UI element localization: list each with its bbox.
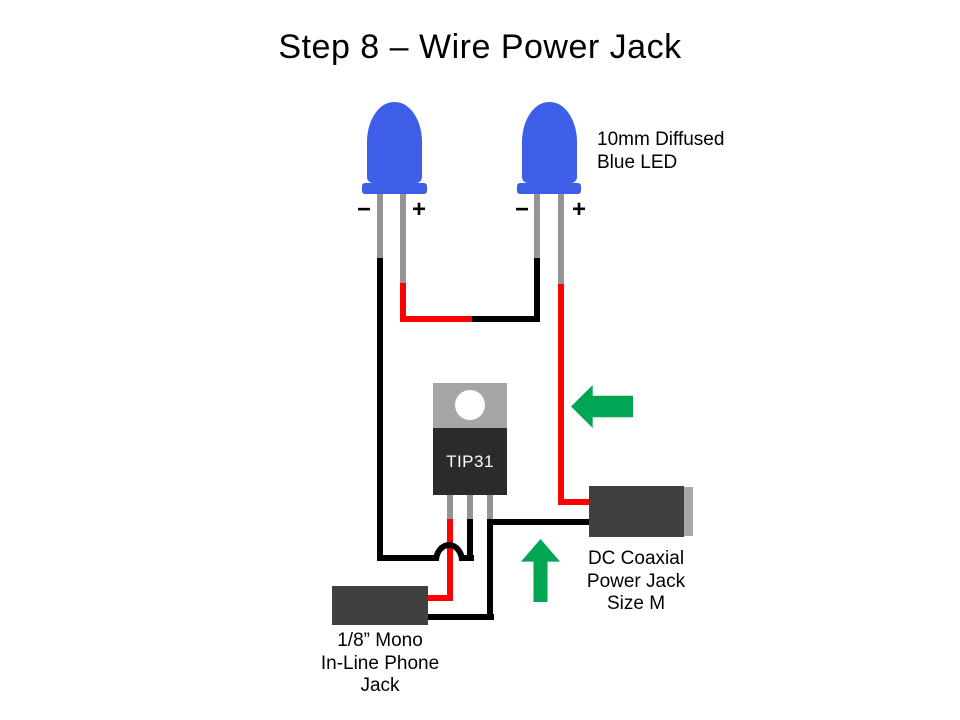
phone-jack-caption-line2: In-Line Phone — [320, 652, 440, 674]
dc-jack-caption-line2: Power Jack — [586, 570, 686, 592]
led1-plus-label: + — [411, 196, 427, 223]
tip31-leg-middle — [467, 495, 473, 519]
led2-body — [522, 102, 577, 183]
phone-jack-caption: 1/8” Mono In-Line Phone Jack — [305, 630, 455, 698]
page-title: Step 8 – Wire Power Jack — [278, 28, 682, 66]
dc-power-jack — [589, 486, 693, 537]
wire-emitter-to-dcjack — [487, 519, 592, 525]
phone-jack-body — [332, 586, 428, 625]
led2-negative-lead — [534, 193, 540, 258]
led2-flange — [517, 183, 581, 194]
dc-power-jack-bushing — [684, 487, 693, 536]
left-arrow-icon — [571, 385, 633, 428]
tip31-mounting-tab — [433, 383, 507, 428]
wire-led1pos-vertical — [400, 283, 406, 322]
wire-led1neg-vertical — [377, 258, 383, 561]
wire-led2pos-vertical — [558, 284, 564, 505]
wire-led2pos-to-dcjack — [558, 499, 592, 505]
led-caption-line1: 10mm Diffused — [597, 129, 725, 150]
wire-hop-arc — [433, 542, 465, 561]
dc-jack-caption-line3: Size M — [606, 593, 666, 614]
tip31-leg-right — [487, 495, 493, 519]
tip31-body: TIP31 — [433, 428, 507, 495]
wire-led2neg-horizontal — [472, 316, 540, 322]
dc-jack-caption-line1: DC Coaxial — [587, 548, 685, 569]
wire-led2neg-vertical — [534, 258, 540, 322]
wire-emitter-vertical — [487, 519, 493, 620]
wire-led1pos-horizontal — [400, 316, 472, 322]
tip31-mounting-hole — [455, 390, 485, 420]
phone-jack-caption-line3: Jack — [360, 675, 400, 696]
led1-minus-label: − — [356, 196, 372, 223]
wire-to-phonejack-bottom — [424, 614, 494, 620]
up-arrow-icon — [521, 539, 560, 602]
led-caption-line2: Blue LED — [597, 151, 678, 173]
dc-power-jack-body — [589, 486, 684, 537]
led2-plus-label: + — [571, 196, 587, 223]
led1-body — [367, 102, 422, 183]
led1-negative-lead — [377, 193, 383, 258]
tip31-leg-left — [447, 495, 453, 519]
phone-jack-caption-line1: 1/8” Mono — [337, 630, 423, 651]
led1-positive-lead — [400, 193, 406, 283]
dc-jack-caption: DC Coaxial Power Jack Size M — [566, 548, 706, 616]
led-caption: 10mm Diffused Blue LED — [597, 129, 737, 174]
tip31-label: TIP31 — [446, 451, 494, 471]
led2-minus-label: − — [514, 196, 530, 223]
wire-base-to-phonejack — [424, 595, 453, 601]
wire-collector-vertical — [467, 519, 473, 561]
led1-flange — [362, 183, 427, 194]
wire-led1neg-horizontal-left — [377, 555, 437, 561]
led2-positive-lead — [558, 193, 564, 284]
